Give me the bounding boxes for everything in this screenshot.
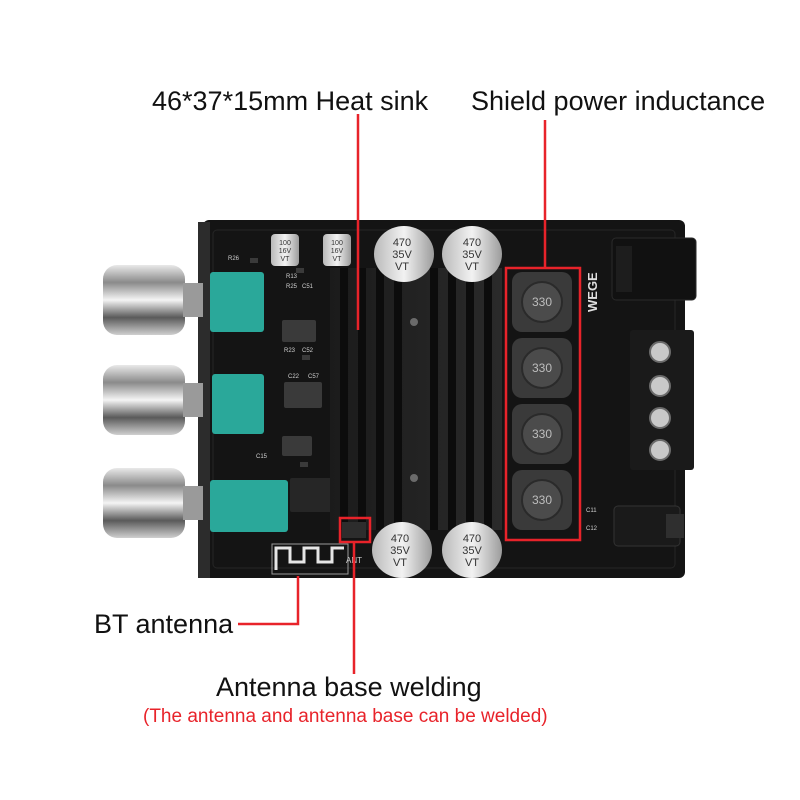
capacitor-marking: 470 xyxy=(393,237,411,249)
small-capacitor-icon: 100 16V VT 100 16V VT xyxy=(271,234,351,266)
antenna-base-label: Antenna base welding xyxy=(216,672,482,702)
capacitor-markings: 470 35V VT 470 35V VT 470 35V VT 470 35V… xyxy=(390,237,482,569)
capacitor-marking: 35V xyxy=(390,545,410,557)
silkscreen-label: C15 xyxy=(256,454,268,460)
brand-logo: WEGE xyxy=(585,272,600,312)
capacitor-marking: 470 xyxy=(463,533,481,545)
silkscreen-label: C22 xyxy=(288,374,300,380)
capacitor-marking: VT xyxy=(465,261,479,273)
inductor-marking: 330 xyxy=(532,295,552,309)
power-jack-icon xyxy=(611,237,697,301)
bt-antenna-callout-line xyxy=(238,576,300,626)
silkscreen-label: C57 xyxy=(308,374,320,380)
silkscreen-label: R26 xyxy=(228,256,240,262)
power-inductor-icon xyxy=(512,272,572,530)
inductor-marking: 330 xyxy=(532,361,552,375)
capacitor-marking: 35V xyxy=(392,249,412,261)
capacitor-marking: 100 xyxy=(331,240,343,247)
heat-sink xyxy=(330,268,502,530)
speaker-terminal-block xyxy=(630,330,694,470)
antenna-note-label: (The antenna and antenna base can be wel… xyxy=(143,706,548,727)
heat-sink-label: 46*37*15mm Heat sink xyxy=(152,86,429,116)
silkscreen-label: C12 xyxy=(586,526,598,532)
inductor-marking: 330 xyxy=(532,427,552,441)
smd-components xyxy=(250,258,336,512)
audio-jack-icon xyxy=(613,505,684,547)
capacitor-marking: 35V xyxy=(462,545,482,557)
inductor-marking: 330 xyxy=(532,493,552,507)
capacitor-marking: VT xyxy=(395,261,409,273)
antenna-base-pad xyxy=(342,522,366,538)
silkscreen-label: R23 xyxy=(284,348,296,354)
bt-antenna-label: BT antenna xyxy=(94,609,234,639)
silkscreen-label: R13 xyxy=(286,274,298,280)
silkscreen-label: R25 xyxy=(286,284,298,290)
capacitor-marking: 470 xyxy=(391,533,409,545)
inductor-markings: 330 330 330 330 xyxy=(532,295,552,507)
capacitor-marking: 470 xyxy=(463,237,481,249)
potentiometer-icon xyxy=(210,272,288,532)
inductance-highlight-box xyxy=(504,266,582,542)
capacitor-marking: VT xyxy=(465,557,479,569)
capacitor-marking: VT xyxy=(393,557,407,569)
capacitor-marking: 16V xyxy=(279,248,292,255)
silkscreen-label: C52 xyxy=(302,348,314,354)
capacitor-marking: 16V xyxy=(331,248,344,255)
treble-knob-icon xyxy=(103,365,203,435)
capacitor-marking: 35V xyxy=(462,249,482,261)
silkscreen-label: C51 xyxy=(302,284,314,290)
bt-antenna-trace xyxy=(271,543,349,575)
callout-lines xyxy=(238,114,582,674)
silkscreen-label: C11 xyxy=(586,508,597,514)
capacitor-marking: VT xyxy=(281,256,291,263)
volume-knob-icon xyxy=(103,265,203,335)
bass-knob-icon xyxy=(103,468,203,538)
capacitor-marking: VT xyxy=(333,256,343,263)
shield-inductance-label: Shield power inductance xyxy=(471,86,766,116)
electrolytic-capacitor-icon xyxy=(372,226,502,578)
silkscreen-labels: R26 R13 R25 C51 C52 R23 C22 C57 C15 C11 … xyxy=(228,256,598,532)
capacitor-marking: 100 xyxy=(279,240,291,247)
